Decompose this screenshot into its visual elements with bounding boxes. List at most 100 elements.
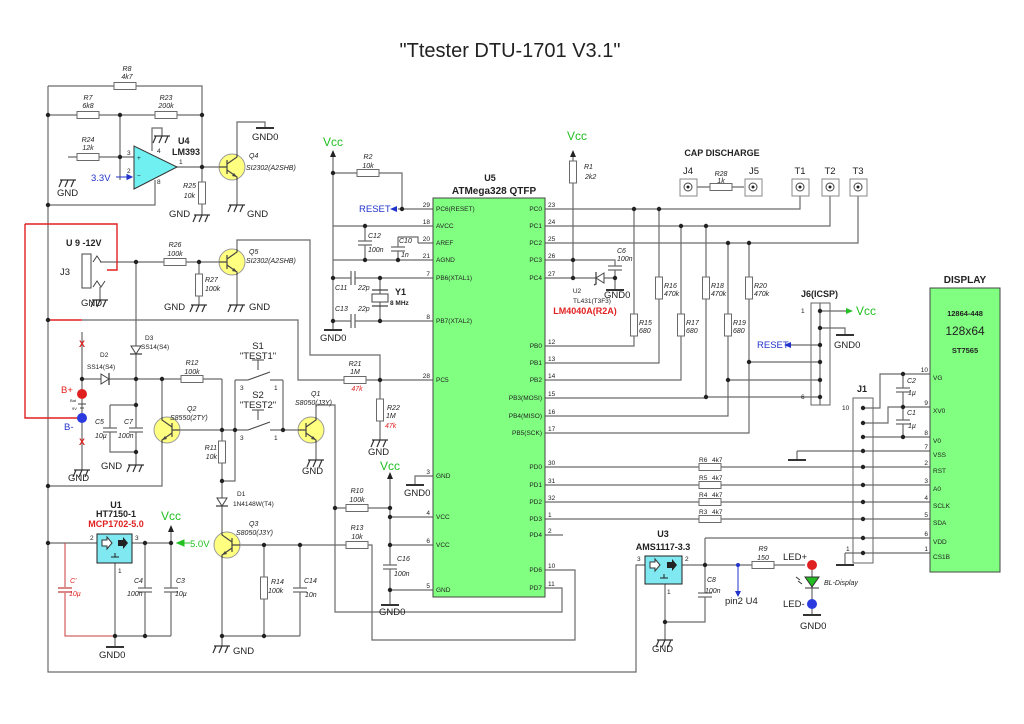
svg-text:U1: U1 bbox=[110, 500, 122, 510]
svg-text:J4: J4 bbox=[683, 166, 693, 177]
svg-text:R10: R10 bbox=[351, 488, 364, 495]
mcu-pin-number: 26 bbox=[548, 253, 556, 260]
svg-text:Vcc: Vcc bbox=[380, 459, 400, 473]
reference-u2 bbox=[593, 272, 605, 286]
svg-text:C2: C2 bbox=[907, 378, 916, 385]
mcu-pin-number: 28 bbox=[423, 373, 431, 380]
svg-text:R12: R12 bbox=[186, 360, 199, 367]
mcu-pin-number: 20 bbox=[423, 236, 431, 243]
svg-text:R11: R11 bbox=[205, 445, 217, 452]
mcu-pin-number: 25 bbox=[548, 236, 556, 243]
mcu-pin-name: AGND bbox=[436, 257, 455, 264]
u3-pin-out: 2 bbox=[685, 556, 689, 563]
mcu-pin-number: 21 bbox=[423, 253, 431, 260]
svg-text:GND: GND bbox=[57, 188, 78, 199]
resistor-r19 bbox=[724, 313, 732, 337]
svg-text:10µ: 10µ bbox=[95, 433, 107, 440]
vcc-arrow-icon bbox=[570, 150, 576, 157]
s2-pin-1: 1 bbox=[274, 435, 278, 442]
net-labels: GND GND0 GND GND GND GND GND GND GND GND… bbox=[57, 129, 876, 661]
svg-text:GND0: GND0 bbox=[604, 290, 630, 301]
svg-text:22p: 22p bbox=[357, 306, 370, 313]
resistor-r11 bbox=[218, 440, 226, 464]
connector-j5[interactable] bbox=[744, 178, 763, 197]
switch-s2[interactable] bbox=[247, 409, 271, 431]
mcu-pin-name: PB5(SCK) bbox=[512, 430, 542, 437]
crystal-y1 bbox=[371, 289, 389, 307]
display-pin-name: CS1B bbox=[933, 554, 950, 561]
svg-text:200k: 200k bbox=[157, 103, 174, 110]
mcu-pin-name: PD3 bbox=[529, 516, 542, 523]
svg-text:4k7: 4k7 bbox=[712, 475, 723, 482]
red-supply-wires bbox=[24, 223, 118, 419]
svg-text:GND0: GND0 bbox=[320, 333, 346, 344]
svg-text:GND: GND bbox=[68, 473, 89, 484]
svg-text:100n: 100n bbox=[394, 571, 410, 578]
svg-text:T3: T3 bbox=[852, 166, 863, 177]
mcu-pin-name: PC4 bbox=[529, 275, 542, 282]
mcu-pin-name: PB4(MISO) bbox=[509, 413, 542, 420]
svg-text:R20: R20 bbox=[754, 283, 767, 290]
mcu-pin-name: PB0 bbox=[530, 343, 543, 350]
svg-text:C3: C3 bbox=[176, 578, 185, 585]
connector-j4[interactable] bbox=[679, 178, 698, 197]
u1-pin-out: 3 bbox=[135, 535, 139, 542]
svg-text:GND: GND bbox=[169, 209, 190, 220]
resistor-r25 bbox=[198, 181, 206, 205]
display-pin-number: 3 bbox=[924, 478, 928, 485]
capacitor-c10 bbox=[389, 246, 407, 252]
svg-text:SI2302(A2SHB): SI2302(A2SHB) bbox=[246, 165, 296, 172]
svg-text:C14: C14 bbox=[304, 578, 317, 585]
svg-text:C10: C10 bbox=[399, 238, 412, 245]
mcu-pin-name: PB3(MOSI) bbox=[509, 395, 542, 402]
svg-text:4k7: 4k7 bbox=[121, 74, 133, 81]
mcu-right-pins: PC023PC124PC225PC326PC427PB012PB113PB214… bbox=[509, 202, 556, 592]
svg-text:GND0: GND0 bbox=[800, 621, 826, 632]
mcu-pin-name: PB2 bbox=[530, 377, 543, 384]
svg-text:C6: C6 bbox=[617, 248, 626, 255]
svg-text:HT7150-1: HT7150-1 bbox=[96, 509, 136, 519]
svg-text:10k: 10k bbox=[206, 454, 218, 461]
svg-text:ST7565: ST7565 bbox=[952, 346, 978, 355]
display-pin-name: VSS bbox=[933, 452, 947, 459]
mcu-pin-number: 14 bbox=[548, 373, 556, 380]
display-pin-name: RST bbox=[933, 468, 946, 475]
test-terminal-t1[interactable] bbox=[791, 178, 810, 197]
svg-text:D2: D2 bbox=[100, 352, 109, 359]
mcu-pin-name: PC3 bbox=[529, 257, 542, 264]
test-terminal-t3[interactable] bbox=[849, 178, 868, 197]
capacitor-c13 bbox=[350, 312, 356, 330]
svg-text:680: 680 bbox=[639, 328, 651, 335]
svg-text:"TEST1": "TEST1" bbox=[240, 351, 276, 362]
svg-text:R26: R26 bbox=[169, 242, 182, 249]
arrow-down-icon bbox=[735, 591, 741, 597]
mcu-pin-name: PB1 bbox=[530, 360, 543, 367]
svg-text:10k: 10k bbox=[184, 193, 196, 200]
switch-s1[interactable] bbox=[247, 359, 271, 381]
svg-text:R2: R2 bbox=[364, 154, 373, 161]
svg-text:10k: 10k bbox=[362, 163, 374, 170]
svg-text:R23: R23 bbox=[160, 95, 173, 102]
svg-text:C8: C8 bbox=[707, 577, 716, 584]
mcu-pin-name: AVCC bbox=[436, 223, 454, 230]
mcu-pin-number: 32 bbox=[548, 495, 556, 502]
mcu-pin-number: 12 bbox=[548, 339, 556, 346]
resistor-r6 bbox=[698, 463, 722, 471]
u1-pin-in: 2 bbox=[90, 535, 94, 542]
test-terminal-t2[interactable] bbox=[821, 178, 840, 197]
svg-text:1N4148W(T4): 1N4148W(T4) bbox=[233, 501, 274, 508]
mcu-u5 bbox=[432, 197, 546, 598]
svg-text:Vcc: Vcc bbox=[161, 509, 181, 523]
svg-text:R27: R27 bbox=[205, 277, 219, 284]
opamp-pin-1: 1 bbox=[179, 159, 183, 166]
svg-text:470k: 470k bbox=[664, 291, 680, 298]
mcu-pin-name: PD7 bbox=[529, 585, 542, 592]
mcu-pin-name: PC1 bbox=[529, 223, 542, 230]
led-minus-terminal bbox=[807, 599, 817, 609]
svg-text:B+: B+ bbox=[61, 385, 73, 396]
svg-text:R18: R18 bbox=[711, 283, 724, 290]
svg-text:R4: R4 bbox=[699, 492, 708, 499]
mcu-pin-number: 31 bbox=[548, 478, 556, 485]
mcu-pin-name: PC5 bbox=[436, 377, 449, 384]
